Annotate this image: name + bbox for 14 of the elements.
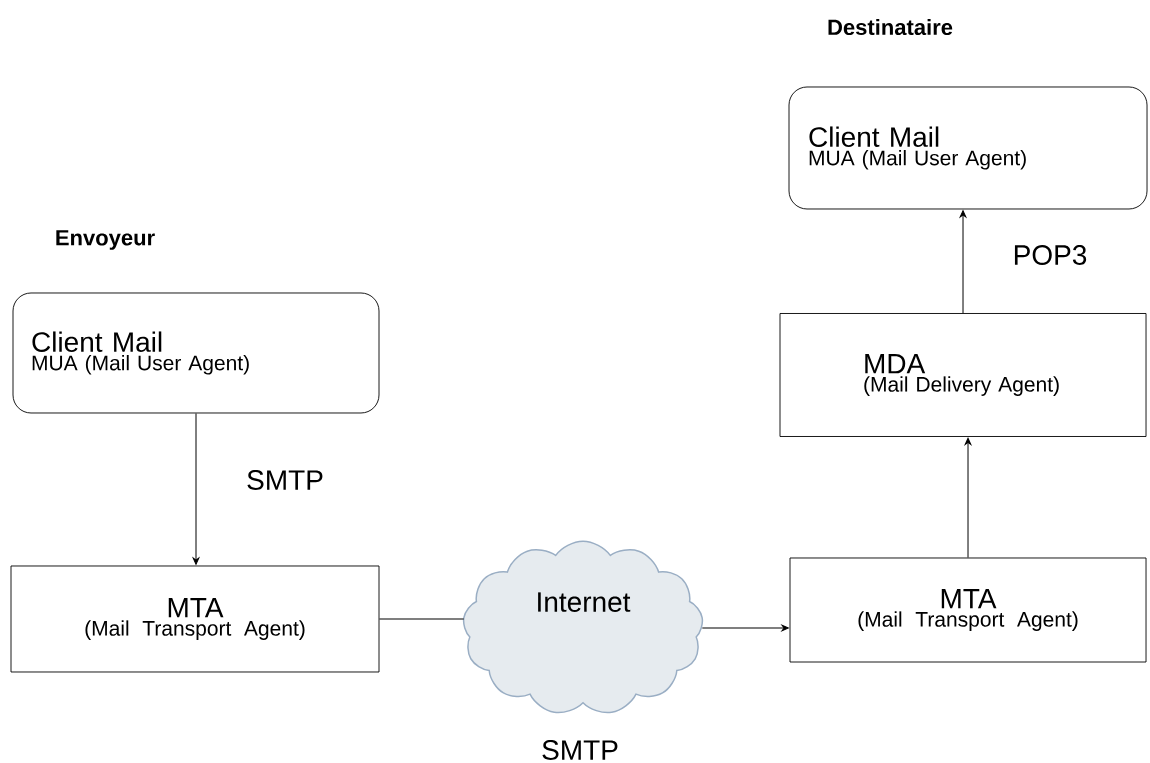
process-box: MDA (Mail Delivery Agent): [779, 313, 1147, 437]
process-box: MTA (Mail Transport Agent): [789, 557, 1147, 663]
heading: Envoyeur: [56, 230, 155, 250]
heading: Destinataire: [828, 18, 953, 36]
arrow: [192, 412, 200, 565]
process-box: Client Mail MUA (Mail User Agent): [12, 292, 380, 414]
node-label: SMTP: [542, 740, 618, 760]
arrow: [701, 624, 789, 632]
arrow: [959, 210, 967, 314]
process-box: MTA (Mail Transport Agent): [10, 565, 380, 673]
process-box: Client Mail MUA (Mail User Agent): [788, 86, 1148, 210]
edge-label: SMTP: [244, 468, 326, 492]
edge-label: POP3: [1010, 243, 1090, 267]
arrow: [964, 437, 972, 559]
